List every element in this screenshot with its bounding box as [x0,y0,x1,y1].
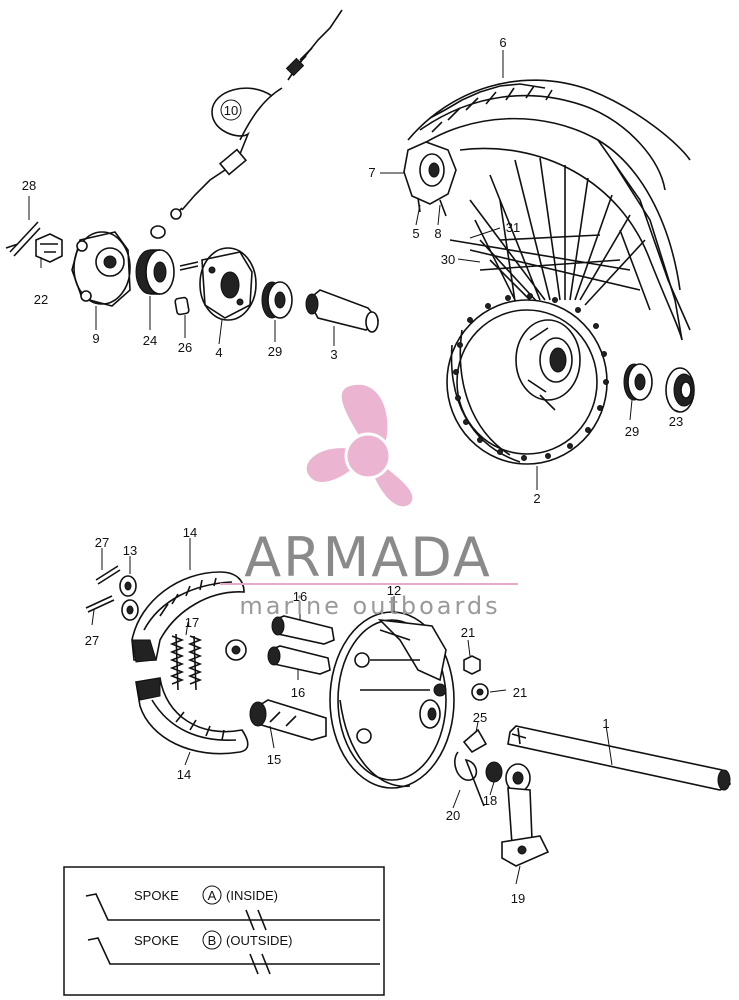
callout-21-right: 21 [513,685,527,700]
callout-23: 23 [669,414,683,429]
legend-frame [63,866,385,996]
spoke-b-note: (OUTSIDE) [226,933,292,948]
callout-28: 28 [22,178,36,193]
callout-15: 15 [267,752,281,767]
callout-30: 30 [441,252,455,267]
watermark-title: ARMADA [244,526,492,589]
front-wheel-assembly [403,79,691,465]
callout-6: 6 [499,35,506,50]
nuts-21 [463,655,489,701]
callout-19: 19 [511,891,525,906]
leader-lines [28,50,681,885]
callout-24: 24 [143,333,157,348]
callout-10-circle [220,99,242,121]
callout-29-right: 29 [625,424,639,439]
front-axle-1 [507,725,732,791]
callout-3: 3 [330,347,337,362]
spoke-a-note: (INSIDE) [226,888,278,903]
bearing-24 [135,249,175,295]
watermark-subtitle: marine outboards [239,592,500,620]
callout-8: 8 [434,226,441,241]
callout-17: 17 [185,615,199,630]
spoke-b-letter-circle [202,930,222,950]
spoke-a-word: SPOKE [134,888,179,903]
callout-18: 18 [483,793,497,808]
brake-arm-19 [501,763,550,867]
spoke-legend: SPOKE A (INSIDE) SPOKE B (OUTSIDE) [63,866,385,996]
shoe-springs-17 [169,633,247,691]
bearing-29-right [623,363,653,401]
nut-22 [35,233,63,263]
callout-29-left: 29 [268,344,282,359]
callout-7: 7 [368,165,375,180]
watermark: ARMADA marine outboards [220,384,518,620]
callout-12: 12 [387,583,401,598]
callout-21-upper: 21 [461,625,475,640]
callout-14-lower: 14 [177,767,191,782]
callout-26: 26 [178,340,192,355]
callout-13: 13 [123,543,137,558]
distance-collar-3 [305,289,380,333]
callout-27-lower: 27 [85,633,99,648]
callout-2: 2 [533,491,540,506]
spoke-a-letter: A [208,888,217,903]
callout-numbers: 1 2 3 4 5 6 7 8 9 10 12 13 14 14 15 16 1… [22,35,683,906]
callout-31: 31 [506,220,520,235]
spoke-b-word: SPOKE [134,933,179,948]
side-collar-4 [199,247,257,321]
speedometer-cable [150,9,343,239]
brake-cam-15 [249,699,327,741]
callout-10: 10 [224,103,238,118]
callout-25: 25 [473,710,487,725]
callout-4: 4 [215,345,222,360]
bolt-26 [174,261,199,316]
propeller-logo [306,384,413,507]
hub-flange-holes [453,293,609,461]
spoke-b-letter: B [208,933,217,948]
callout-16-upper: 16 [293,589,307,604]
spoke-a-letter-circle [202,885,222,905]
spoke-b-icon [87,937,380,975]
indicator-25-spring-20-washer-18 [454,728,503,807]
spoke-a-icon [85,893,380,931]
callout-9: 9 [92,331,99,346]
callout-22: 22 [34,292,48,307]
brake-shoe-lower-14 [135,677,249,755]
anchor-pins-16 [267,615,335,675]
cotter-pin-28 [5,221,41,257]
bearing-29-left [261,281,293,319]
dust-seal-23 [665,367,695,413]
callout-27-upper: 27 [95,535,109,550]
brake-panel-12 [329,611,455,789]
callout-16-lower: 16 [291,685,305,700]
callout-14-upper: 14 [183,525,197,540]
washer-13 [119,575,139,621]
speedometer-gearbox-9 [71,231,131,307]
callout-20: 20 [446,808,460,823]
cotter-pins-27 [85,565,121,613]
callout-1: 1 [602,716,609,731]
callout-5: 5 [412,226,419,241]
